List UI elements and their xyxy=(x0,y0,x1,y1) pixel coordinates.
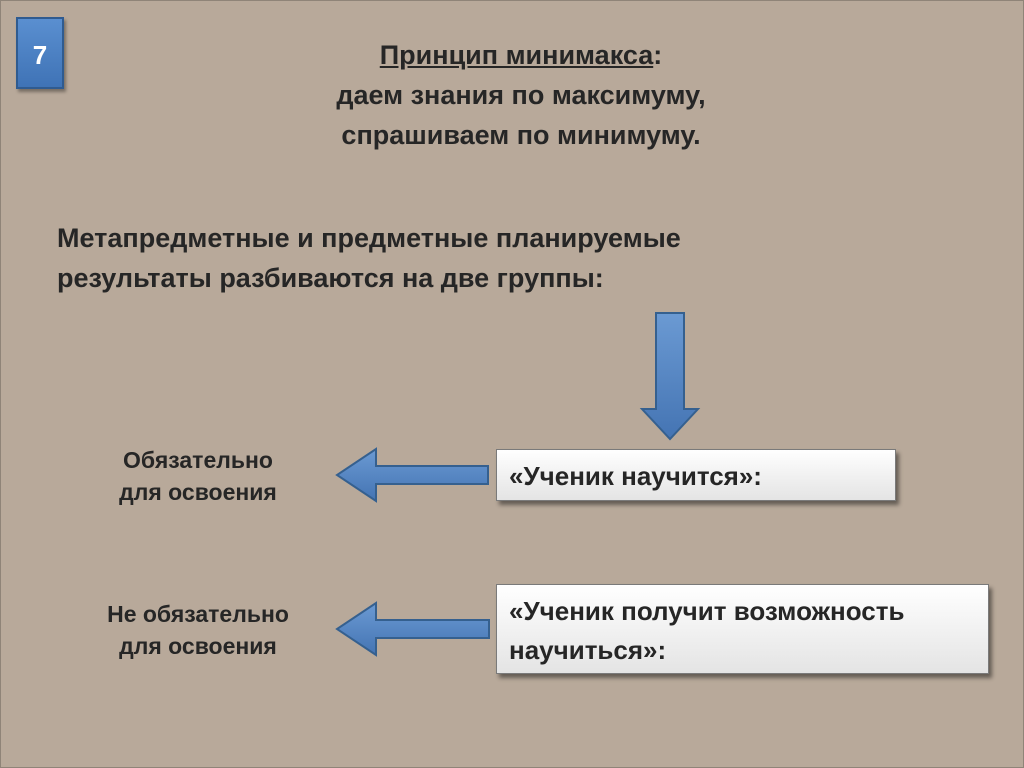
label-optional-line-2: для освоения xyxy=(119,633,277,659)
title-line-1: Принцип минимакса: xyxy=(201,35,841,75)
label-optional-line-1: Не обязательно xyxy=(107,601,289,627)
title-line-2: даем знания по максимуму, xyxy=(336,80,706,110)
label-mandatory-line-2: для освоения xyxy=(119,479,277,505)
left-arrow-1 xyxy=(335,447,489,503)
title-colon: : xyxy=(653,40,663,70)
box-student-will-have-opportunity: «Ученик получит возможность научиться»: xyxy=(496,584,989,674)
label-optional: Не обязательно для освоения xyxy=(68,598,328,662)
slide-title: Принцип минимакса: даем знания по максим… xyxy=(201,35,841,155)
box-opportunity-line-1: «Ученик получит возможность xyxy=(509,596,905,626)
title-heading: Принцип минимакса xyxy=(379,40,654,70)
box-student-will-learn-text: «Ученик научится»: xyxy=(509,461,762,491)
title-line-3: спрашиваем по минимуму. xyxy=(341,120,701,150)
left-arrow-2 xyxy=(335,601,490,657)
intro-line-2: результаты разбиваются на две группы: xyxy=(57,263,604,293)
down-arrow xyxy=(639,312,701,441)
slide-number-badge: 7 xyxy=(16,17,64,89)
label-mandatory-line-1: Обязательно xyxy=(123,447,273,473)
label-mandatory: Обязательно для освоения xyxy=(68,444,328,508)
intro-text: Метапредметные и предметные планируемые … xyxy=(57,218,937,298)
slide-number: 7 xyxy=(32,40,48,70)
intro-line-1: Метапредметные и предметные планируемые xyxy=(57,223,681,253)
box-student-will-learn: «Ученик научится»: xyxy=(496,449,896,501)
box-opportunity-line-2: научиться»: xyxy=(509,635,667,665)
